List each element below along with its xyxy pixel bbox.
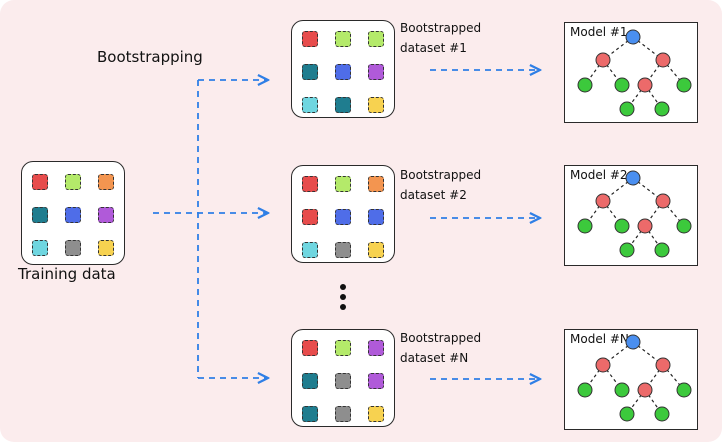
dataset-1-blue-square [335, 64, 351, 80]
dataset-1-label: Bootstrapped dataset #1 [400, 18, 481, 58]
dataset-n-grid [302, 340, 384, 422]
dataset-3-teal-square [302, 373, 318, 389]
training-yellow-square [98, 240, 114, 256]
dataset-2-grid [302, 176, 384, 258]
bootstrapped-dataset-2-box [291, 165, 395, 263]
dataset-3-lime-square [335, 340, 351, 356]
leaf-node [577, 77, 593, 93]
ellipsis-icon [339, 284, 347, 312]
dataset-n-label: Bootstrapped dataset #N [400, 328, 481, 368]
decision-tree-1 [577, 29, 692, 117]
root-node [625, 29, 641, 45]
model-1-title: Model #1 [570, 25, 628, 39]
root-node [625, 170, 641, 186]
training-lime-square [65, 174, 81, 190]
leaf-node [619, 242, 635, 258]
inner-node [655, 52, 671, 68]
dataset-2-lime-square [335, 176, 351, 192]
dataset-2-label-line1: Bootstrapped [400, 168, 482, 182]
training-data-grid [32, 174, 114, 256]
inner-node [655, 193, 671, 209]
leaf-node [577, 218, 593, 234]
dataset-2-label-line2: dataset #2 [400, 188, 467, 202]
dataset-3-gray-square [335, 406, 351, 422]
inner-node [595, 357, 611, 373]
bootstrapping-label: Bootstrapping [97, 48, 203, 66]
training-purple-square [98, 207, 114, 223]
inner-node [595, 193, 611, 209]
training-gray-square [65, 240, 81, 256]
inner-node [595, 52, 611, 68]
leaf-node [654, 242, 670, 258]
decision-tree-2 [577, 170, 692, 258]
dataset-2-orange-square [368, 176, 384, 192]
bootstrapped-dataset-1-box [291, 20, 395, 118]
inner-node [637, 77, 653, 93]
model-2-title: Model #2 [570, 168, 628, 182]
dataset-1-label-line1: Bootstrapped [400, 21, 482, 35]
decision-tree-n [577, 334, 692, 422]
dataset-1-yellow-square [368, 97, 384, 113]
root-node [625, 334, 641, 350]
training-data-box [21, 161, 125, 265]
training-red-square [32, 174, 48, 190]
dataset-1-teal-square [335, 97, 351, 113]
dataset-2-blue-square [335, 209, 351, 225]
leaf-node [614, 77, 630, 93]
leaf-node [614, 382, 630, 398]
dataset-2-blue-square [368, 209, 384, 225]
dataset-3-gray-square [335, 373, 351, 389]
dataset-1-grid [302, 31, 384, 113]
dataset-2-red-square [302, 176, 318, 192]
dataset-1-lime-square [368, 31, 384, 47]
training-blue-square [65, 207, 81, 223]
dataset-2-red-square [302, 209, 318, 225]
dataset-n-label-line1: Bootstrapped [400, 331, 482, 345]
dataset-3-red-square [302, 340, 318, 356]
dataset-1-cyan-square [302, 97, 318, 113]
dataset-1-teal-square [302, 64, 318, 80]
dataset-2-yellow-square [368, 242, 384, 258]
leaf-node [654, 406, 670, 422]
dataset-2-gray-square [335, 242, 351, 258]
training-orange-square [98, 174, 114, 190]
dataset-1-lime-square [335, 31, 351, 47]
dataset-3-teal-square [302, 406, 318, 422]
leaf-node [676, 77, 692, 93]
inner-node [637, 218, 653, 234]
model-n-title: Model #N [570, 332, 629, 346]
dataset-3-purple-square [368, 373, 384, 389]
inner-node [637, 382, 653, 398]
training-cyan-square [32, 240, 48, 256]
leaf-node [619, 406, 635, 422]
bootstrapped-dataset-n-box [291, 329, 395, 427]
leaf-node [654, 101, 670, 117]
training-data-label: Training data [18, 265, 116, 283]
dataset-1-red-square [302, 31, 318, 47]
inner-node [655, 357, 671, 373]
dataset-3-purple-square [368, 340, 384, 356]
leaf-node [577, 382, 593, 398]
leaf-node [619, 101, 635, 117]
dataset-2-label: Bootstrapped dataset #2 [400, 165, 481, 205]
leaf-node [676, 382, 692, 398]
dataset-3-yellow-square [368, 406, 384, 422]
training-teal-square [32, 207, 48, 223]
dataset-2-cyan-square [302, 242, 318, 258]
leaf-node [676, 218, 692, 234]
dataset-n-label-line2: dataset #N [400, 351, 469, 365]
dataset-1-purple-square [368, 64, 384, 80]
dataset-1-label-line2: dataset #1 [400, 41, 467, 55]
leaf-node [614, 218, 630, 234]
